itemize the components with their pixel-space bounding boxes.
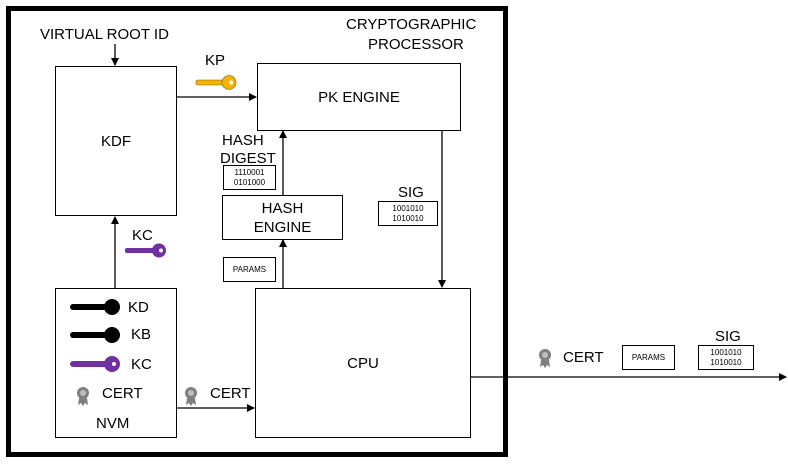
- nvm-kb-label: KB: [131, 326, 152, 343]
- kdf-block: KDF: [55, 66, 177, 216]
- hash-digest-label-line2: DIGEST: [220, 150, 276, 167]
- sig-internal-bit-row: 1010010: [392, 213, 424, 223]
- hash-digest-bit-row: 0101000: [233, 177, 266, 187]
- output-sig-bit-row: 1010010: [710, 357, 742, 367]
- hash-engine-label-line1: HASH: [261, 199, 304, 217]
- kp-label: KP: [205, 52, 226, 69]
- cpu-block: CPU: [255, 288, 471, 438]
- virtual-root-id-label: VIRTUAL ROOT ID: [40, 26, 169, 43]
- hash-digest-bits: 1110001 0101000: [223, 165, 276, 190]
- hash-engine-block: HASH ENGINE: [222, 195, 343, 240]
- nvm-label: NVM: [96, 415, 130, 432]
- sig-internal-bit-row: 1001010: [392, 203, 424, 213]
- cpu-label: CPU: [347, 354, 379, 372]
- pk-engine-block: PK ENGINE: [257, 63, 461, 131]
- nvm-kd-label: KD: [128, 299, 149, 316]
- cert-flow-label: CERT: [210, 385, 251, 402]
- kb-key-icon: [70, 327, 120, 343]
- output-sig-label: SIG: [715, 328, 741, 345]
- kc-key-icon: [70, 356, 120, 372]
- params-internal-label: PARAMS: [232, 264, 267, 274]
- sig-internal-label: SIG: [398, 184, 424, 201]
- hash-engine-label-line2: ENGINE: [253, 218, 312, 236]
- nvm-cert-icon: [77, 387, 89, 406]
- processor-title-line2: PROCESSOR: [368, 36, 464, 53]
- kd-key-icon: [70, 299, 120, 315]
- output-cert-label: CERT: [563, 349, 604, 366]
- output-sig-bits: 1001010 1010010: [698, 345, 754, 370]
- kp-key-icon: [195, 75, 237, 90]
- nvm-kc-label: KC: [131, 356, 152, 373]
- hash-digest-label-line1: HASH: [222, 132, 264, 149]
- pk-engine-label: PK ENGINE: [318, 88, 400, 106]
- kdf-label: KDF: [101, 132, 131, 150]
- output-params-label: PARAMS: [631, 352, 666, 362]
- nvm-cert-label: CERT: [102, 385, 143, 402]
- output-sig-bit-row: 1001010: [710, 347, 742, 357]
- params-box-internal: PARAMS: [223, 257, 276, 282]
- cert-flow-icon: [185, 387, 197, 406]
- kc-path-label: KC: [132, 227, 153, 244]
- kc-path-key-icon: [125, 243, 166, 258]
- sig-internal-bits: 1001010 1010010: [378, 201, 438, 226]
- output-cert-icon: [539, 349, 551, 368]
- hash-digest-bit-row: 1110001: [234, 167, 265, 177]
- processor-title-line1: CRYPTOGRAPHIC: [346, 16, 477, 33]
- output-params-box: PARAMS: [622, 345, 675, 370]
- cryptographic-processor-boundary: [6, 6, 508, 457]
